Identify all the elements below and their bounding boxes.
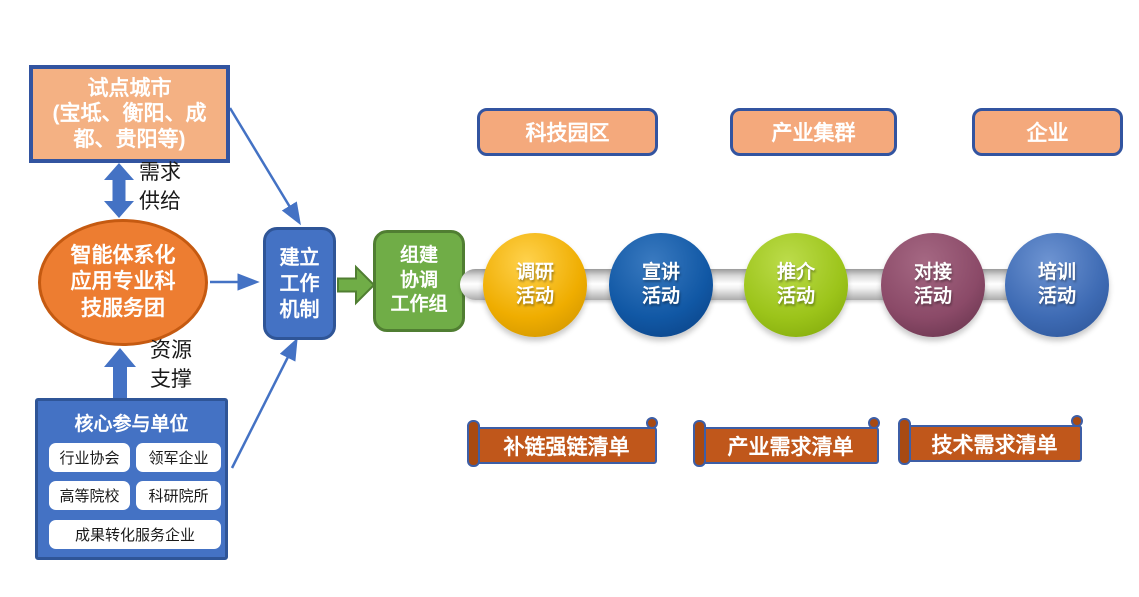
chain-strengthening-list-label: 补链强链清单 [503, 435, 630, 459]
chain-strengthening-list-scroll: 补链强链清单 [467, 417, 658, 467]
resource-support-label: 资源 支撑 [150, 339, 192, 391]
connector-pilot-to-mechanism [228, 107, 301, 226]
core-unit-item: 科研院所 [136, 481, 221, 510]
pilot-cities-box: 试点城市 (宝坻、衡阳、成 都、贵阳等) [29, 65, 230, 163]
enterprise-box: 企业 [972, 108, 1123, 156]
scroll-roll-edge [898, 418, 911, 465]
tech-park-label: 科技园区 [525, 122, 610, 145]
training-activity-circle: 培训 活动 [1005, 233, 1109, 337]
tech-demand-list-scroll: 技术需求清单 [898, 415, 1083, 465]
industry-cluster-box: 产业集群 [730, 108, 897, 156]
matchmaking-activity-label: 对接 活动 [913, 262, 952, 307]
coordination-group-box: 组建 协调 工作组 [373, 230, 465, 332]
industry-cluster-label: 产业集群 [771, 122, 856, 145]
mechanism-to-group-arrow [337, 264, 376, 306]
connector-core-units-to-mechanism [230, 337, 298, 469]
core-units-box: 核心参与单位 行业协会 领军企业 高等院校 科研院所 成果转化服务企业 [35, 398, 228, 560]
scroll-curl [868, 417, 880, 429]
service-group-ellipse: 智能体系化 应用专业科 技服务团 [38, 219, 208, 346]
promotion-activity-circle: 推介 活动 [744, 233, 848, 337]
core-unit-item: 成果转化服务企业 [49, 520, 221, 549]
scroll-roll-edge [693, 420, 706, 467]
industry-demand-list-label: 产业需求清单 [727, 435, 854, 459]
research-activity-circle: 调研 活动 [483, 233, 587, 337]
core-unit-item: 高等院校 [49, 481, 130, 510]
resource-support-up-arrow [104, 348, 136, 399]
lecture-activity-label: 宣讲 活动 [641, 262, 680, 307]
scroll-roll-edge [467, 420, 480, 467]
training-activity-label: 培训 活动 [1037, 262, 1076, 307]
demand-supply-label: 需求 供给 [139, 161, 181, 213]
enterprise-label: 企业 [1026, 122, 1069, 145]
establish-mechanism-box: 建立 工作 机制 [263, 227, 336, 340]
scroll-curl [646, 417, 658, 429]
tech-park-box: 科技园区 [477, 108, 658, 156]
coordination-group-label: 组建 协调 工作组 [390, 244, 448, 316]
core-unit-item: 领军企业 [136, 443, 221, 472]
pilot-cities-label: 试点城市 (宝坻、衡阳、成 都、贵阳等) [52, 76, 207, 151]
promotion-activity-label: 推介 活动 [776, 262, 815, 307]
lecture-activity-circle: 宣讲 活动 [609, 233, 713, 337]
matchmaking-activity-circle: 对接 活动 [881, 233, 985, 337]
core-unit-item: 行业协会 [49, 443, 130, 472]
industry-demand-list-scroll: 产业需求清单 [693, 417, 880, 467]
service-group-label: 智能体系化 应用专业科 技服务团 [70, 244, 176, 320]
establish-mechanism-label: 建立 工作 机制 [279, 246, 320, 321]
research-activity-label: 调研 活动 [515, 262, 554, 307]
scroll-curl [1071, 415, 1083, 427]
demand-supply-double-arrow [104, 163, 134, 218]
core-units-title: 核心参与单位 [74, 413, 189, 435]
tech-demand-list-label: 技术需求清单 [931, 433, 1058, 457]
